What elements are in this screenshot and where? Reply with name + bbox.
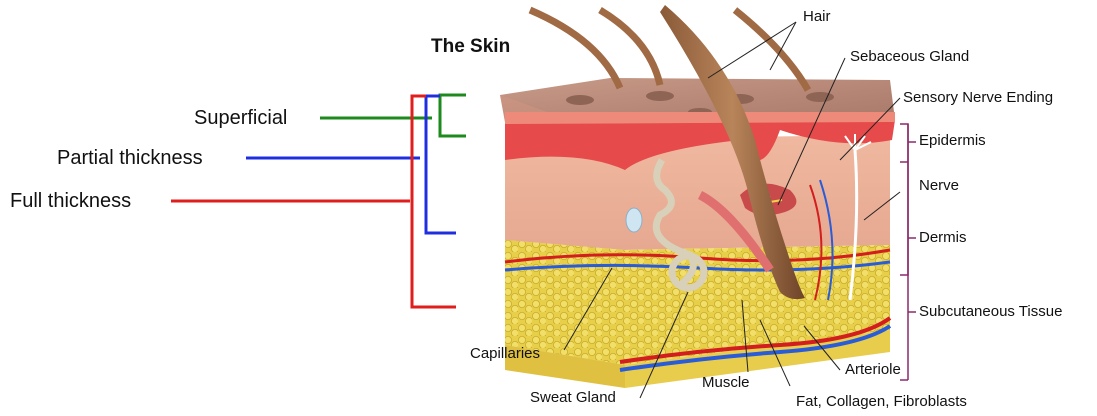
layer-brackets xyxy=(900,124,916,380)
capillaries-label: Capillaries xyxy=(470,345,540,362)
pore xyxy=(646,91,674,101)
superficial-bracket xyxy=(320,95,466,136)
sensory-nerve-ending-label: Sensory Nerve Ending xyxy=(903,89,1053,106)
epidermis-label: Epidermis xyxy=(919,132,986,149)
arteriole-label: Arteriole xyxy=(845,361,901,378)
pore xyxy=(566,95,594,105)
hair-shaft xyxy=(530,10,620,88)
stratum-corneum xyxy=(505,112,895,124)
diagram-title: The Skin xyxy=(431,36,510,58)
superficial-label: Superficial xyxy=(194,107,287,130)
muscle-label: Muscle xyxy=(702,374,750,391)
sweat-gland-label: Sweat Gland xyxy=(530,389,616,406)
fat-collagen-fibroblasts-label: Fat, Collagen, Fibroblasts xyxy=(796,393,967,410)
partial-thickness-label: Partial thickness xyxy=(57,147,203,170)
sebaceous-gland-label: Sebaceous Gland xyxy=(850,48,969,65)
full-thickness-label: Full thickness xyxy=(10,190,131,213)
pore xyxy=(806,92,834,102)
nerve-label: Nerve xyxy=(919,177,959,194)
subcutaneous-tissue-label: Subcutaneous Tissue xyxy=(919,303,1062,320)
dermis-label: Dermis xyxy=(919,229,967,246)
hair-label: Hair xyxy=(803,8,831,25)
corpuscle xyxy=(626,208,642,232)
hair-shaft xyxy=(735,10,808,90)
